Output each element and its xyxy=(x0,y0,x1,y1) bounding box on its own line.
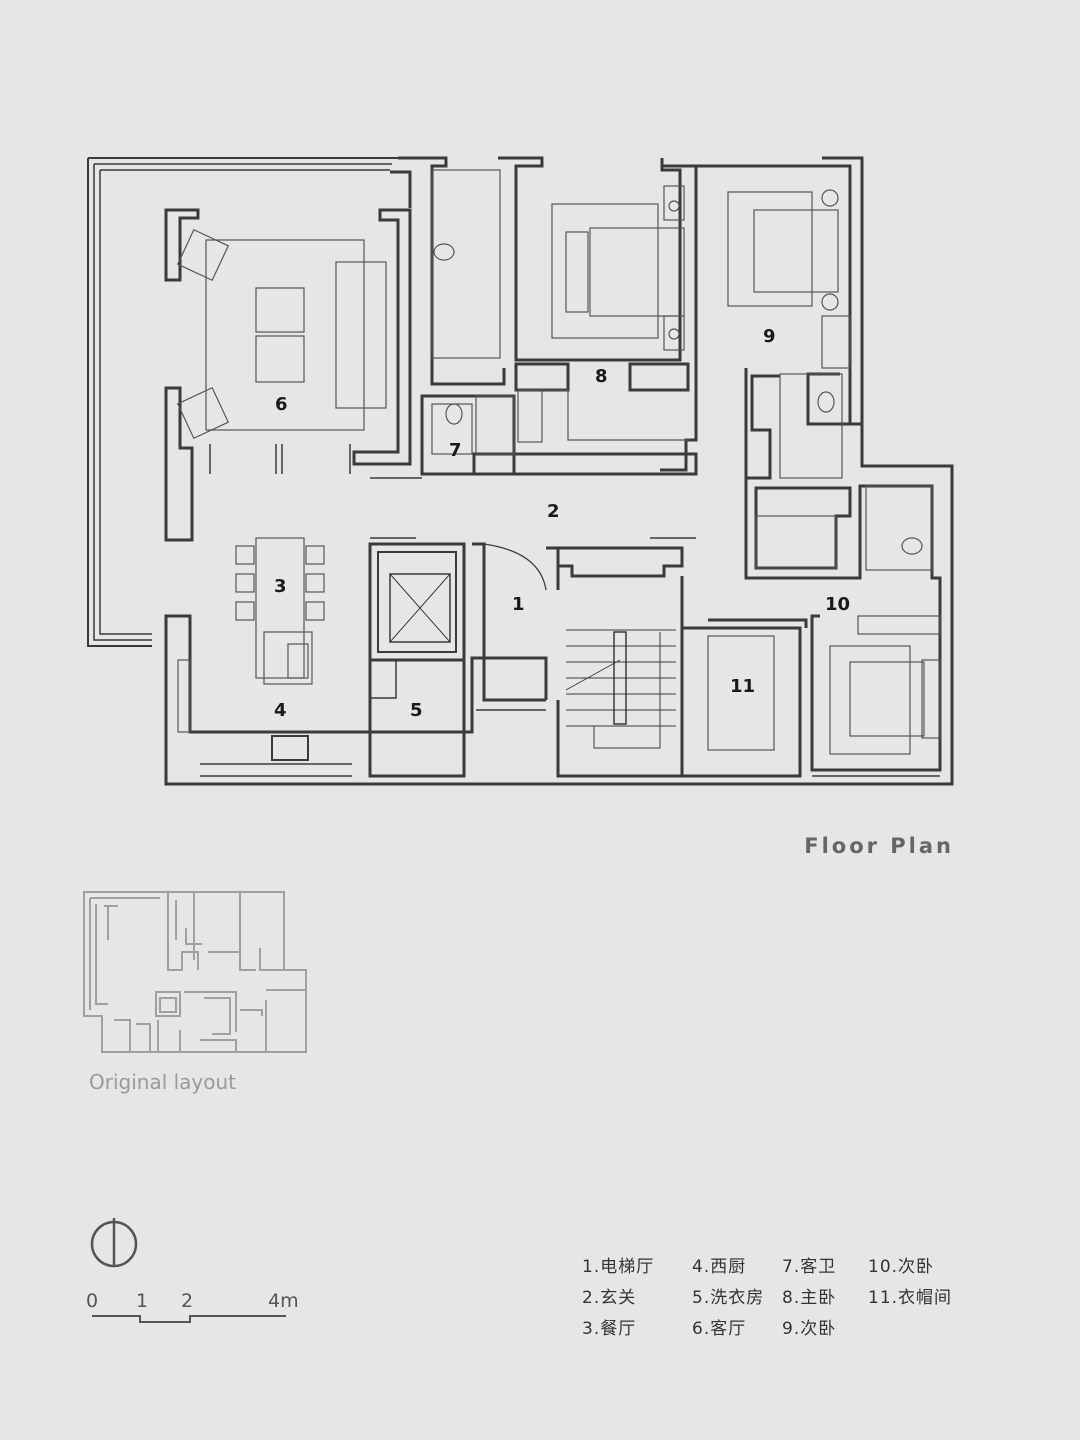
original-layout-label: Original layout xyxy=(89,1070,237,1094)
legend-item: 8.主卧 xyxy=(782,1288,837,1308)
scale-tick-4m: 4m xyxy=(268,1290,299,1312)
legend-item: 7.客卫 xyxy=(782,1257,837,1277)
room-number-3: 3 xyxy=(274,576,287,597)
scale-tick-0: 0 xyxy=(86,1290,98,1312)
north-arrow-icon xyxy=(90,1218,138,1268)
room-number-5: 5 xyxy=(410,700,423,721)
scale-bar: 0 1 2 4m xyxy=(86,1290,299,1323)
room-number-11: 11 xyxy=(730,676,755,697)
room-number-7: 7 xyxy=(449,440,462,461)
legend-item: 10.次卧 xyxy=(868,1257,935,1277)
room-number-8: 8 xyxy=(595,366,608,387)
room-number-10: 10 xyxy=(825,594,850,615)
legend-item: 4.西厨 xyxy=(692,1257,747,1277)
legend-item: 6.客厅 xyxy=(692,1319,747,1339)
legend-item: 1.电梯厅 xyxy=(582,1257,655,1277)
legend-item: 5.洗衣房 xyxy=(692,1288,765,1308)
room-number-2: 2 xyxy=(547,501,560,522)
plan-title: Floor Plan xyxy=(804,834,954,858)
room-legend: 1.电梯厅 4.西厨 7.客卫 10.次卧 2.玄关 5.洗衣房 8.主卧 11… xyxy=(582,1252,978,1339)
scale-tick-1: 1 xyxy=(136,1290,148,1312)
room-number-9: 9 xyxy=(763,326,776,347)
room-number-4: 4 xyxy=(274,700,287,721)
room-number-1: 1 xyxy=(512,594,525,615)
legend-item: 9.次卧 xyxy=(782,1319,837,1339)
legend-item: 11.衣帽间 xyxy=(868,1288,953,1308)
room-number-6: 6 xyxy=(275,394,288,415)
original-layout-thumbnail xyxy=(83,891,307,1053)
legend-item xyxy=(868,1314,978,1339)
legend-item: 2.玄关 xyxy=(582,1288,637,1308)
legend-item: 3.餐厅 xyxy=(582,1319,637,1339)
scale-tick-2: 2 xyxy=(181,1290,193,1312)
